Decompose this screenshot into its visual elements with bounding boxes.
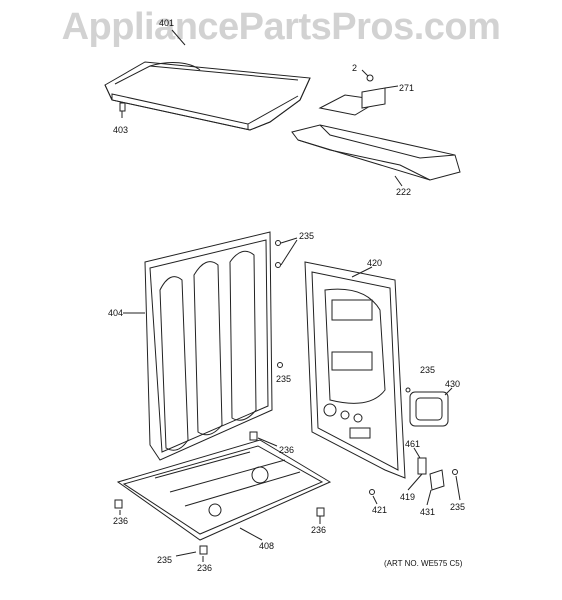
strike-part: [426, 469, 461, 506]
callout-235: 235: [299, 231, 315, 241]
callout-403: 403: [113, 125, 129, 135]
callout-430: 430: [445, 379, 461, 389]
screw-part: [119, 102, 126, 118]
callout-235: 235: [420, 365, 436, 375]
base-part: [116, 439, 332, 541]
top-cover-part: [104, 61, 311, 131]
callout-404: 404: [108, 308, 124, 318]
callout-271: 271: [399, 83, 415, 93]
callout-235: 235: [450, 502, 466, 512]
watermark: AppliancePartsPros.com: [61, 6, 501, 48]
callout-421: 421: [372, 505, 388, 515]
callout-222: 222: [396, 187, 412, 197]
screw-part: [361, 69, 374, 82]
callout-420: 420: [367, 258, 383, 268]
callout-235: 235: [276, 374, 292, 384]
callout-419: 419: [400, 492, 416, 502]
callout-408: 408: [259, 541, 275, 551]
callout-401: 401: [159, 18, 175, 28]
callout-431: 431: [420, 507, 436, 517]
side-panel-part: [123, 231, 273, 461]
art-number: (ART NO. WE575 C5): [384, 559, 463, 568]
callout-2: 2: [352, 63, 358, 73]
callout-461: 461: [405, 439, 421, 449]
bracket-part: [318, 85, 399, 116]
front-panel-part: [304, 261, 406, 479]
door-switch-part: [405, 387, 453, 427]
callout-236: 236: [113, 516, 129, 526]
callout-236: 236: [279, 445, 295, 455]
callout-236: 236: [311, 525, 327, 535]
callout-235: 235: [157, 555, 173, 565]
latch-part: [407, 447, 427, 491]
callout-236: 236: [197, 563, 213, 573]
frame-part: [291, 124, 461, 187]
